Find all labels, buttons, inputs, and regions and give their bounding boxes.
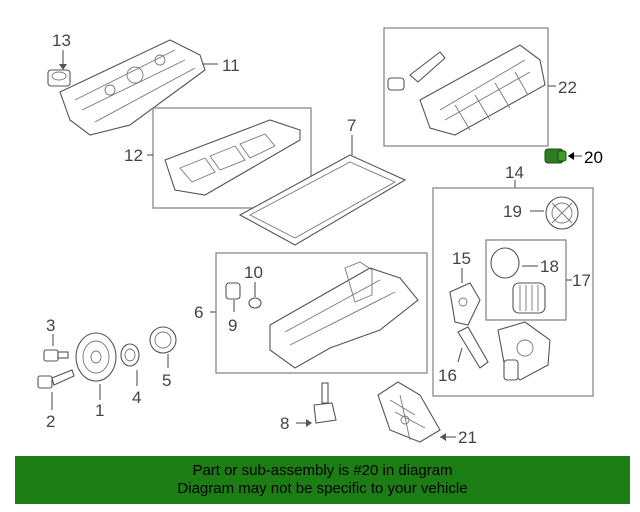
callout-3: 3 bbox=[46, 316, 55, 335]
part-15-gasket[interactable] bbox=[449, 268, 481, 326]
part-22-intake-manifold[interactable] bbox=[387, 44, 546, 136]
part-8-oil-level-sensor[interactable] bbox=[296, 382, 337, 427]
part-2-bolt[interactable] bbox=[37, 369, 75, 410]
parts-diagram: 13 11 12 7 22 20 14 bbox=[37, 27, 603, 447]
part-20-highlighted-sensor[interactable] bbox=[544, 148, 582, 164]
callout-9: 9 bbox=[228, 316, 237, 335]
callout-21: 21 bbox=[458, 428, 477, 447]
callout-7: 7 bbox=[347, 116, 356, 135]
callout-11: 11 bbox=[222, 56, 240, 75]
part-12-valve-cover-gasket[interactable] bbox=[164, 119, 301, 196]
part-filter-element[interactable] bbox=[512, 282, 546, 314]
part-6-oil-pan[interactable] bbox=[269, 261, 419, 369]
callout-19: 19 bbox=[503, 202, 522, 221]
part-4-seal[interactable] bbox=[120, 343, 140, 386]
part-21-cover[interactable] bbox=[377, 381, 456, 443]
callout-1: 1 bbox=[95, 401, 104, 420]
group-box-22 bbox=[383, 27, 549, 147]
part-11-valve-cover[interactable] bbox=[59, 39, 218, 136]
banner-line-1: Part or sub-assembly is #20 in diagram bbox=[192, 462, 453, 479]
banner-line-2: Diagram may not be specific to your vehi… bbox=[177, 480, 468, 497]
callout-6: 6 bbox=[194, 303, 203, 322]
callout-2: 2 bbox=[46, 412, 55, 431]
callout-8: 8 bbox=[280, 414, 289, 433]
part-16-seal[interactable] bbox=[457, 326, 489, 369]
callout-15: 15 bbox=[452, 249, 471, 268]
group-box-6 bbox=[215, 252, 428, 374]
callout-12: 12 bbox=[124, 146, 143, 165]
part-19-oil-filter-cap[interactable] bbox=[530, 196, 579, 230]
part-9-drain-plug[interactable] bbox=[225, 282, 241, 312]
callout-5: 5 bbox=[162, 371, 171, 390]
part-3-bolt[interactable] bbox=[43, 349, 69, 362]
part-1-pulley[interactable] bbox=[75, 332, 117, 400]
callout-18: 18 bbox=[540, 257, 559, 276]
callout-14: 14 bbox=[505, 163, 524, 182]
part-oil-filter-housing[interactable] bbox=[497, 321, 551, 381]
callout-17: 17 bbox=[572, 271, 591, 290]
callout-22: 22 bbox=[558, 78, 577, 97]
callout-13: 13 bbox=[52, 31, 71, 50]
callout-10: 10 bbox=[244, 263, 263, 282]
part-5-seal[interactable] bbox=[149, 326, 177, 368]
callout-4: 4 bbox=[132, 388, 141, 407]
callout-16: 16 bbox=[438, 366, 457, 385]
info-banner: Part or sub-assembly is #20 in diagram D… bbox=[15, 456, 630, 504]
part-18-oring[interactable] bbox=[490, 247, 538, 279]
part-13-filler-cap[interactable] bbox=[47, 50, 71, 87]
group-box-12 bbox=[152, 107, 312, 209]
part-10-washer[interactable] bbox=[248, 282, 262, 309]
callout-20: 20 bbox=[584, 148, 603, 167]
part-7-oil-pan-gasket[interactable] bbox=[238, 135, 407, 246]
group-box-14 bbox=[432, 187, 594, 397]
